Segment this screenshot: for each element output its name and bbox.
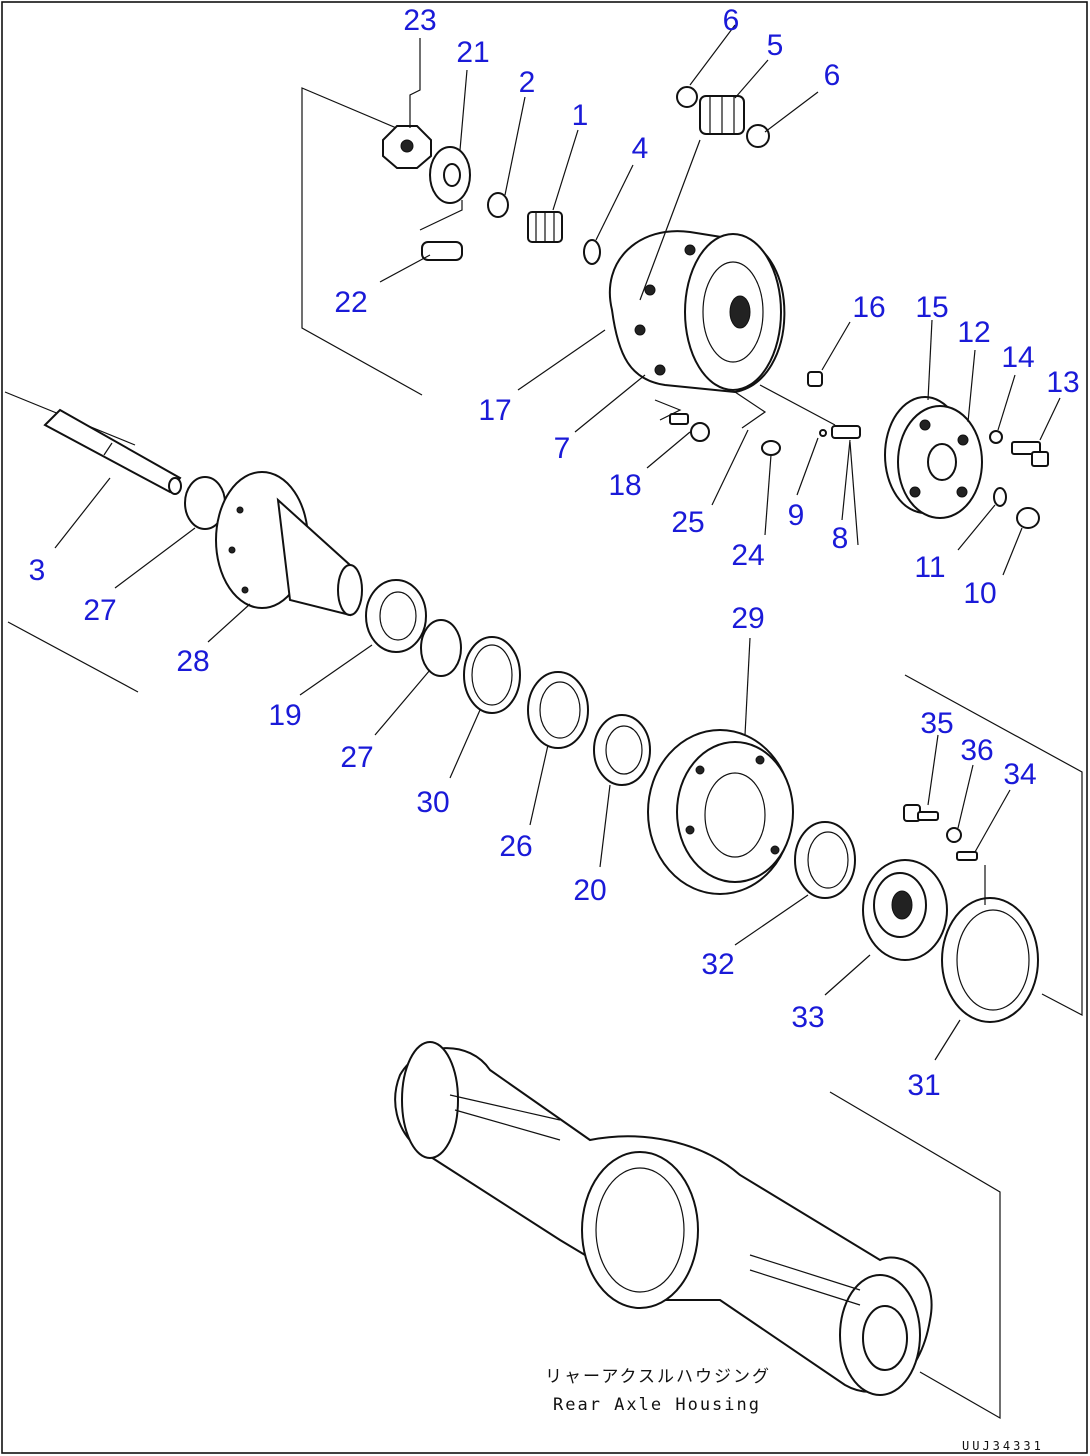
label-part-1: 1 (572, 99, 589, 132)
label-part-5: 5 (767, 29, 784, 62)
label-part-18: 18 (608, 469, 641, 502)
label-part-9: 9 (788, 499, 805, 532)
label-part-26: 26 (499, 830, 532, 863)
group-brackets (4, 87, 1083, 1420)
part-21-washer (429, 146, 471, 204)
label-part-36: 36 (960, 734, 993, 767)
part-17-ring-gear (609, 230, 786, 394)
label-part-23: 23 (403, 4, 436, 37)
caption-japanese: リャーアクスルハウジング (545, 1367, 771, 1387)
label-part-27-upper: 27 (83, 594, 116, 627)
label-part-15: 15 (915, 291, 948, 324)
part-11-o-ring (993, 487, 1007, 507)
part-26-bearing (527, 671, 589, 749)
part-33-sun-gear (862, 859, 948, 961)
part-2-spacer (487, 192, 509, 218)
part-27-o-ring-lower (420, 619, 462, 677)
leader-lines (54, 24, 1061, 1061)
part-6-bushing-left (676, 86, 698, 108)
part-35-bolt (903, 804, 939, 822)
part-32-seal (794, 821, 856, 899)
label-part-22: 22 (334, 286, 367, 319)
label-part-2: 2 (519, 66, 536, 99)
part-34-pin (956, 851, 978, 861)
part-1-needle-bearing (527, 211, 563, 243)
rear-axle-housing (394, 1041, 933, 1396)
part-28-wheel-hub (215, 471, 363, 617)
part-8-shaft (831, 425, 861, 439)
label-part-7: 7 (554, 432, 571, 465)
label-part-10: 10 (963, 577, 996, 610)
caption-english: Rear Axle Housing (553, 1395, 761, 1415)
label-part-27-lower: 27 (340, 741, 373, 774)
label-part-31: 31 (907, 1069, 940, 1102)
part-24-clip (761, 440, 781, 456)
label-part-4: 4 (632, 132, 649, 165)
part-14-washer (989, 430, 1003, 444)
label-part-33: 33 (791, 1001, 824, 1034)
label-part-11: 11 (914, 551, 945, 584)
part-labels: 1 2 3 4 5 6 6 7 8 9 10 11 12 13 14 15 16… (29, 4, 1080, 1102)
part-36-washer (946, 827, 962, 843)
label-part-19: 19 (268, 699, 301, 732)
part-10-plug (1016, 507, 1040, 529)
label-part-30: 30 (416, 786, 449, 819)
label-part-12: 12 (957, 316, 990, 349)
label-part-25: 25 (671, 506, 704, 539)
label-part-6-left: 6 (723, 4, 740, 37)
label-part-35: 35 (920, 707, 953, 740)
hub-group (43, 408, 1039, 1023)
part-13-bolt (1011, 441, 1049, 467)
part-18-plug (669, 413, 710, 442)
label-part-28: 28 (176, 645, 209, 678)
label-part-34: 34 (1003, 758, 1036, 791)
part-23-nut (382, 125, 432, 169)
label-part-3: 3 (29, 554, 46, 587)
label-part-16: 16 (852, 291, 885, 324)
part-6-bushing-right (746, 124, 770, 148)
part-29-hub-housing (647, 729, 794, 895)
label-part-21: 21 (456, 36, 489, 69)
label-part-32: 32 (701, 948, 734, 981)
drawing-code: UUJ34331 (962, 1439, 1044, 1453)
part-5-planet-gear (699, 95, 745, 135)
label-part-6-right: 6 (824, 59, 841, 92)
label-part-13: 13 (1046, 366, 1079, 399)
part-31-ring-gear (941, 897, 1039, 1023)
planet-carrier-group (382, 86, 1049, 529)
label-part-14: 14 (1001, 341, 1034, 374)
part-9-ball (819, 429, 827, 437)
part-19-oil-seal (365, 579, 427, 653)
label-part-24: 24 (731, 539, 764, 572)
part-25-line (734, 391, 767, 429)
part-16-bolt (807, 371, 823, 387)
label-part-17: 17 (478, 394, 511, 427)
label-part-8: 8 (832, 522, 849, 555)
part-22-pin (421, 241, 463, 261)
part-30-ring (463, 636, 521, 714)
part-3-axle-shaft (43, 408, 182, 495)
label-part-29: 29 (731, 602, 764, 635)
label-part-20: 20 (573, 874, 606, 907)
part-4-snap-ring (583, 239, 601, 265)
part-15-cover (884, 396, 983, 519)
